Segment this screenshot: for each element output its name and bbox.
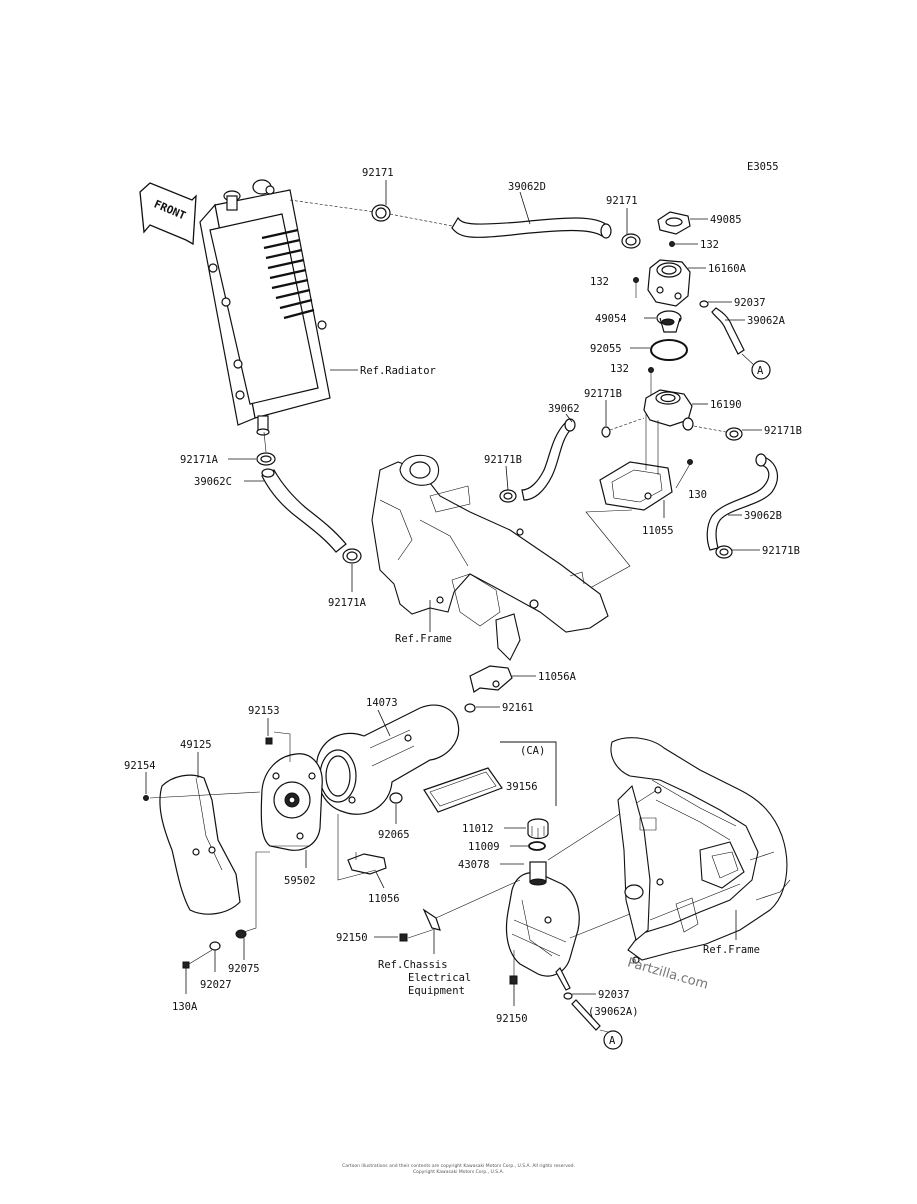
- clamp-92171b-b: [499, 489, 517, 503]
- cover-49125: [159, 774, 241, 915]
- callout-92150-left: 92150: [336, 932, 368, 944]
- callout-92037-bottom: 92037: [598, 989, 630, 1001]
- cap-49085: [657, 211, 691, 235]
- callout-92065: 92065: [378, 829, 410, 841]
- housing-16160a: [647, 259, 691, 307]
- callout-11056a: 11056A: [538, 671, 577, 683]
- duct-14073: [315, 704, 460, 815]
- housing-16190: [643, 389, 694, 431]
- callout-39062c: 39062C: [194, 476, 232, 488]
- front-arrow-icon: FRONT: [139, 182, 197, 246]
- callout-92171-right: 92171: [606, 195, 638, 207]
- clamp-92171b-a: [601, 426, 611, 438]
- callout-39156: 39156: [506, 781, 538, 793]
- callout-39062d: 39062D: [508, 181, 546, 193]
- ref-chassis-1: Ref.Chassis: [378, 959, 448, 971]
- callout-92150-bottom: 92150: [496, 1013, 528, 1025]
- bracket-11056a: [469, 665, 513, 693]
- copyright-footer: Cartoon illustrations and their contents…: [0, 1164, 917, 1176]
- callout-49085: 49085: [710, 214, 742, 226]
- clamp-92171-top: [371, 204, 391, 222]
- ref-radiator-label: Ref.Radiator: [360, 365, 436, 377]
- frame-upper: [371, 454, 609, 661]
- fan-59502: [260, 753, 323, 851]
- callout-92171b-d: 92171B: [762, 545, 800, 557]
- callout-92154: 92154: [124, 760, 156, 772]
- copyright-line-2: Copyright Kawasaki Motors Corp., U.S.A.: [413, 1170, 504, 1175]
- callout-92153: 92153: [248, 705, 280, 717]
- ref-chassis-3: Equipment: [408, 985, 465, 997]
- callout-16190: 16190: [710, 399, 742, 411]
- callout-92161: 92161: [502, 702, 534, 714]
- callout-43078: 43078: [458, 859, 490, 871]
- callout-132-b: 132: [590, 276, 609, 288]
- callout-92171a-top: 92171A: [180, 454, 219, 466]
- callout-11009: 11009: [468, 841, 500, 853]
- callout-92171a-bottom: 92171A: [328, 597, 367, 609]
- callout-16160a: 16160A: [708, 263, 747, 275]
- callout-92171b-a: 92171B: [584, 388, 622, 400]
- bracket-11056: [347, 852, 387, 875]
- watermark: Partzilla.com: [626, 955, 710, 992]
- callout-92027: 92027: [200, 979, 232, 991]
- clamp-92171a-top: [256, 452, 276, 466]
- ca-label-group: (CA) 39156: [423, 741, 557, 813]
- clamp-92037-bottom: [563, 992, 573, 1000]
- bracket-11055: [599, 461, 673, 511]
- callout-130: 130: [688, 489, 707, 501]
- reservoir-tank: [505, 861, 580, 991]
- connector-a-top: A: [751, 360, 771, 380]
- grommet-92065: [389, 792, 403, 804]
- callout-92075: 92075: [228, 963, 260, 975]
- bolt-92150-left: [399, 933, 408, 942]
- callout-132-c: 132: [610, 363, 629, 375]
- callout-14073: 14073: [366, 697, 398, 709]
- svg-text:A: A: [609, 1035, 616, 1047]
- frame-lower: [610, 737, 791, 964]
- callout-39062a-paren: (39062A): [588, 1006, 639, 1018]
- copyright-line-1: Cartoon illustrations and their contents…: [342, 1164, 575, 1169]
- connector-a-bottom: A: [603, 1030, 623, 1050]
- cap-11012: [527, 818, 549, 840]
- clamp-92037-top: [699, 300, 709, 308]
- ref-frame-top-label: Ref.Frame: [395, 633, 452, 645]
- diagram-code: E3055: [747, 161, 779, 173]
- thermostat-49054: [656, 310, 682, 333]
- callout-11012: 11012: [462, 823, 494, 835]
- radiator-assembly: [199, 179, 331, 436]
- callout-49054: 49054: [595, 313, 627, 325]
- ref-chassis-2: Electrical: [408, 972, 471, 984]
- callout-92055: 92055: [590, 343, 622, 355]
- clamp-92171-right: [621, 233, 641, 249]
- callout-132-a: 132: [700, 239, 719, 251]
- callout-11056: 11056: [368, 893, 400, 905]
- callout-92037-top: 92037: [734, 297, 766, 309]
- bolt-92153: [265, 737, 273, 745]
- ref-frame-bottom-label: Ref.Frame: [703, 944, 760, 956]
- clamp-92171a-bottom: [342, 548, 362, 564]
- callout-39062: 39062: [548, 403, 580, 415]
- callout-11055: 11055: [642, 525, 674, 537]
- svg-text:A: A: [757, 365, 764, 377]
- callout-49125: 49125: [180, 739, 212, 751]
- bolt-92150-bottom: [509, 975, 518, 985]
- callout-ca: (CA): [520, 745, 545, 757]
- bolt-130a: [182, 961, 190, 969]
- clamp-92171b-d: [715, 545, 733, 559]
- callout-92171b-b: 92171B: [484, 454, 522, 466]
- grommet-92075: [235, 929, 247, 939]
- grommet-92161: [464, 703, 476, 713]
- callout-92171-top: 92171: [362, 167, 394, 179]
- callout-92171b-c: 92171B: [764, 425, 802, 437]
- washer-92027: [209, 941, 221, 951]
- callout-39062b: 39062B: [744, 510, 782, 522]
- callout-39062a: 39062A: [747, 315, 786, 327]
- callout-59502: 59502: [284, 875, 316, 887]
- clamp-92171b-c: [725, 427, 743, 441]
- callout-130a: 130A: [172, 1001, 198, 1013]
